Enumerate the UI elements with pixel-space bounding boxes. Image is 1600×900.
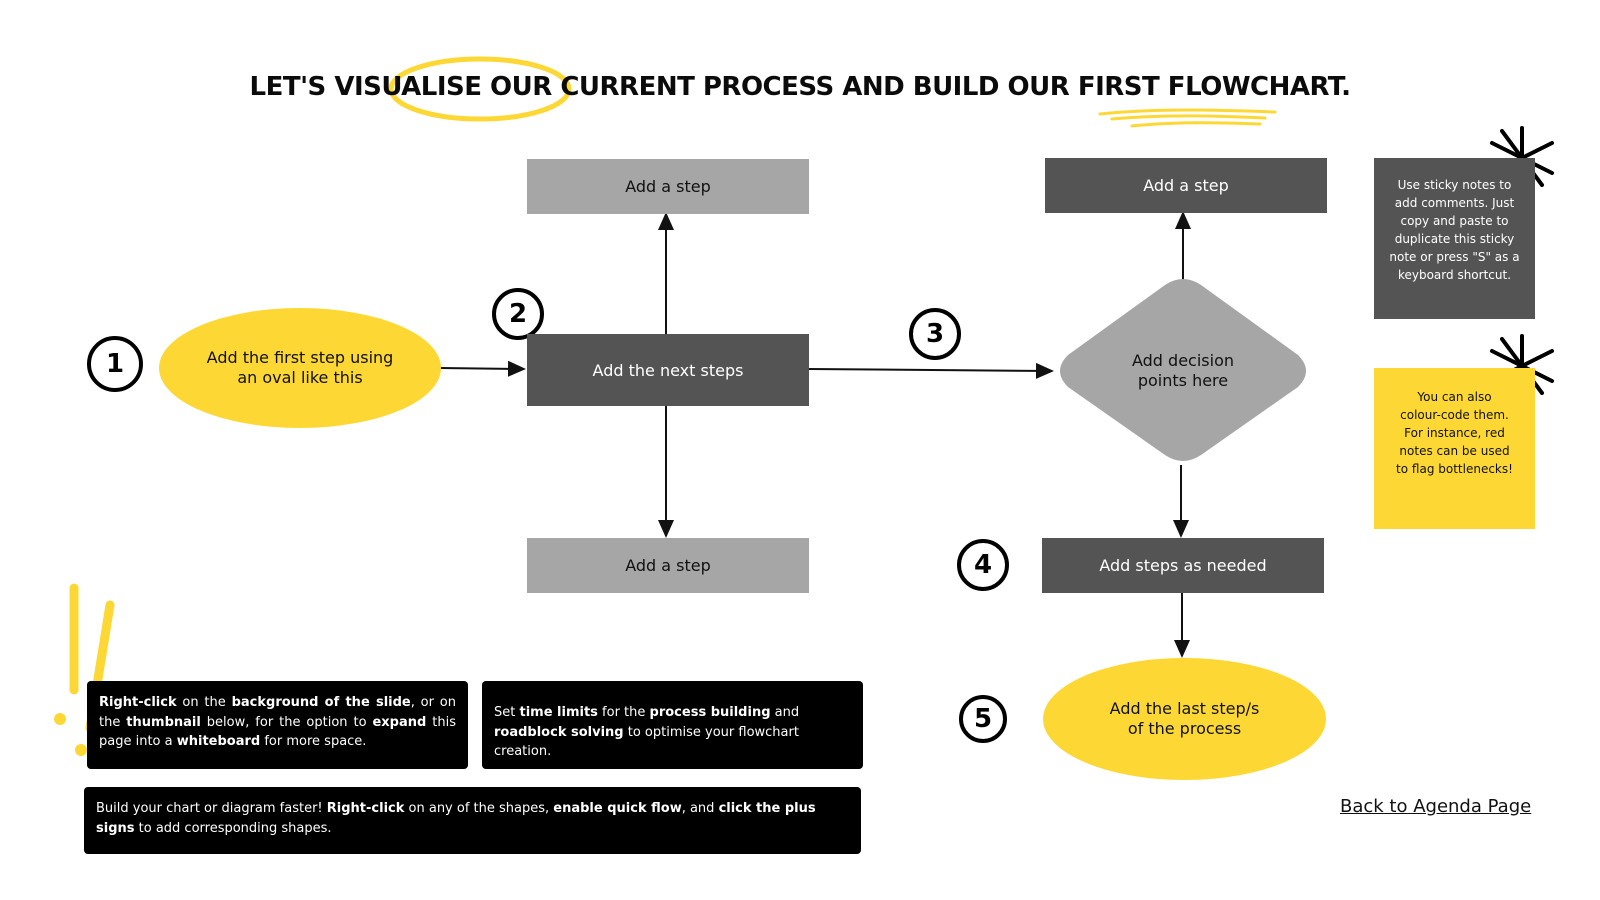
tip-text: to add corresponding shapes. [134, 820, 332, 836]
tip-quick-flow: Build your chart or diagram faster! Righ… [84, 787, 861, 854]
tip-text: , and [681, 801, 719, 816]
arrow-next-to-decision [807, 362, 1054, 379]
sticky-note-gray[interactable]: Use sticky notes to add comments. Just c… [1374, 158, 1535, 319]
marker-circle-3 [909, 308, 961, 360]
tip-whiteboard: Right-click on the background of the sli… [87, 681, 468, 769]
tip-text: for the [597, 705, 650, 720]
tip-text: this page into a [99, 714, 457, 750]
marker-circle-4 [957, 539, 1009, 591]
end-oval-label: Add the last step/s of the process [1109, 699, 1260, 738]
tip-bold-text: Right-click [99, 695, 177, 710]
top-right-step-label: Add a step [1143, 176, 1229, 195]
marker-5: 5 [973, 704, 993, 734]
end-oval[interactable]: Add the last step/s of the process [1043, 658, 1326, 780]
tip-bold-text: roadblock solving [494, 724, 624, 740]
tip-text: , or on the [99, 695, 456, 730]
marker-4: 4 [973, 550, 993, 580]
tip-text: below, for the option to [200, 714, 373, 730]
start-oval[interactable]: Add the first step using an oval like th… [159, 308, 441, 428]
tip-text: on the [176, 695, 232, 710]
tip-text: to optimise your flowchart creation. [494, 724, 799, 760]
next-steps-box[interactable]: Add the next steps [527, 334, 809, 406]
marker-circle-5 [959, 695, 1007, 743]
start-oval-label: Add the first step using an oval like th… [206, 348, 394, 387]
title-highlight-circle [388, 56, 572, 122]
tip-text: and [770, 705, 800, 720]
tip-text: for more space. [260, 734, 367, 749]
tip-bold-text: expand [372, 714, 427, 730]
tip-bold-text: process building [649, 705, 771, 720]
tip-bold-text: enable quick flow [553, 801, 682, 816]
bottom-left-step-label: Add a step [625, 556, 711, 575]
tip-text: Build your chart or diagram faster! [96, 801, 327, 816]
marker-2: 2 [508, 299, 528, 329]
tip-bold-text: whiteboard [176, 734, 261, 749]
decision-label-box: Add decision points here [1090, 341, 1276, 401]
tip-bold-text: Right-click [326, 801, 405, 816]
marker-circle-1 [87, 336, 143, 392]
title-underline-scribble [1098, 108, 1277, 128]
sticky-note-gray-text: Use sticky notes to add comments. Just c… [1389, 178, 1520, 282]
page-title: LET'S VISUALISE OUR CURRENT PROCESS AND … [249, 72, 1351, 102]
sticky-note-yellow[interactable]: You can also colour-code them. For insta… [1374, 368, 1535, 529]
decision-label: Add decision points here [1131, 351, 1234, 390]
back-to-agenda-link[interactable]: Back to Agenda Page [1340, 796, 1532, 817]
marker-1: 1 [105, 349, 125, 379]
next-steps-label: Add the next steps [592, 360, 744, 380]
top-right-step-box[interactable]: Add a step [1045, 158, 1327, 213]
tip-text: Set [494, 705, 520, 720]
arrow-oval-to-next [439, 360, 526, 377]
marker-3: 3 [925, 319, 945, 349]
sticky-note-yellow-text: You can also colour-code them. For insta… [1396, 390, 1513, 476]
tip-bold-text: background of the slide [231, 695, 411, 710]
tip-text: on any of the shapes, [404, 801, 554, 816]
tip-bold-text: thumbnail [126, 714, 201, 730]
marker-circle-2 [492, 288, 544, 340]
steps-as-needed-label: Add steps as needed [1099, 556, 1267, 575]
tip-bold-text: click the plus signs [96, 801, 816, 836]
decision-diamond[interactable] [1060, 279, 1306, 461]
top-left-step-label: Add a step [625, 177, 711, 196]
tip-bold-text: time limits [519, 705, 598, 720]
top-left-step-box[interactable]: Add a step [527, 159, 809, 214]
steps-as-needed-box[interactable]: Add steps as needed [1042, 538, 1324, 593]
bottom-left-step-box[interactable]: Add a step [527, 538, 809, 593]
tip-time-limits: Set time limits for the process building… [482, 681, 863, 769]
